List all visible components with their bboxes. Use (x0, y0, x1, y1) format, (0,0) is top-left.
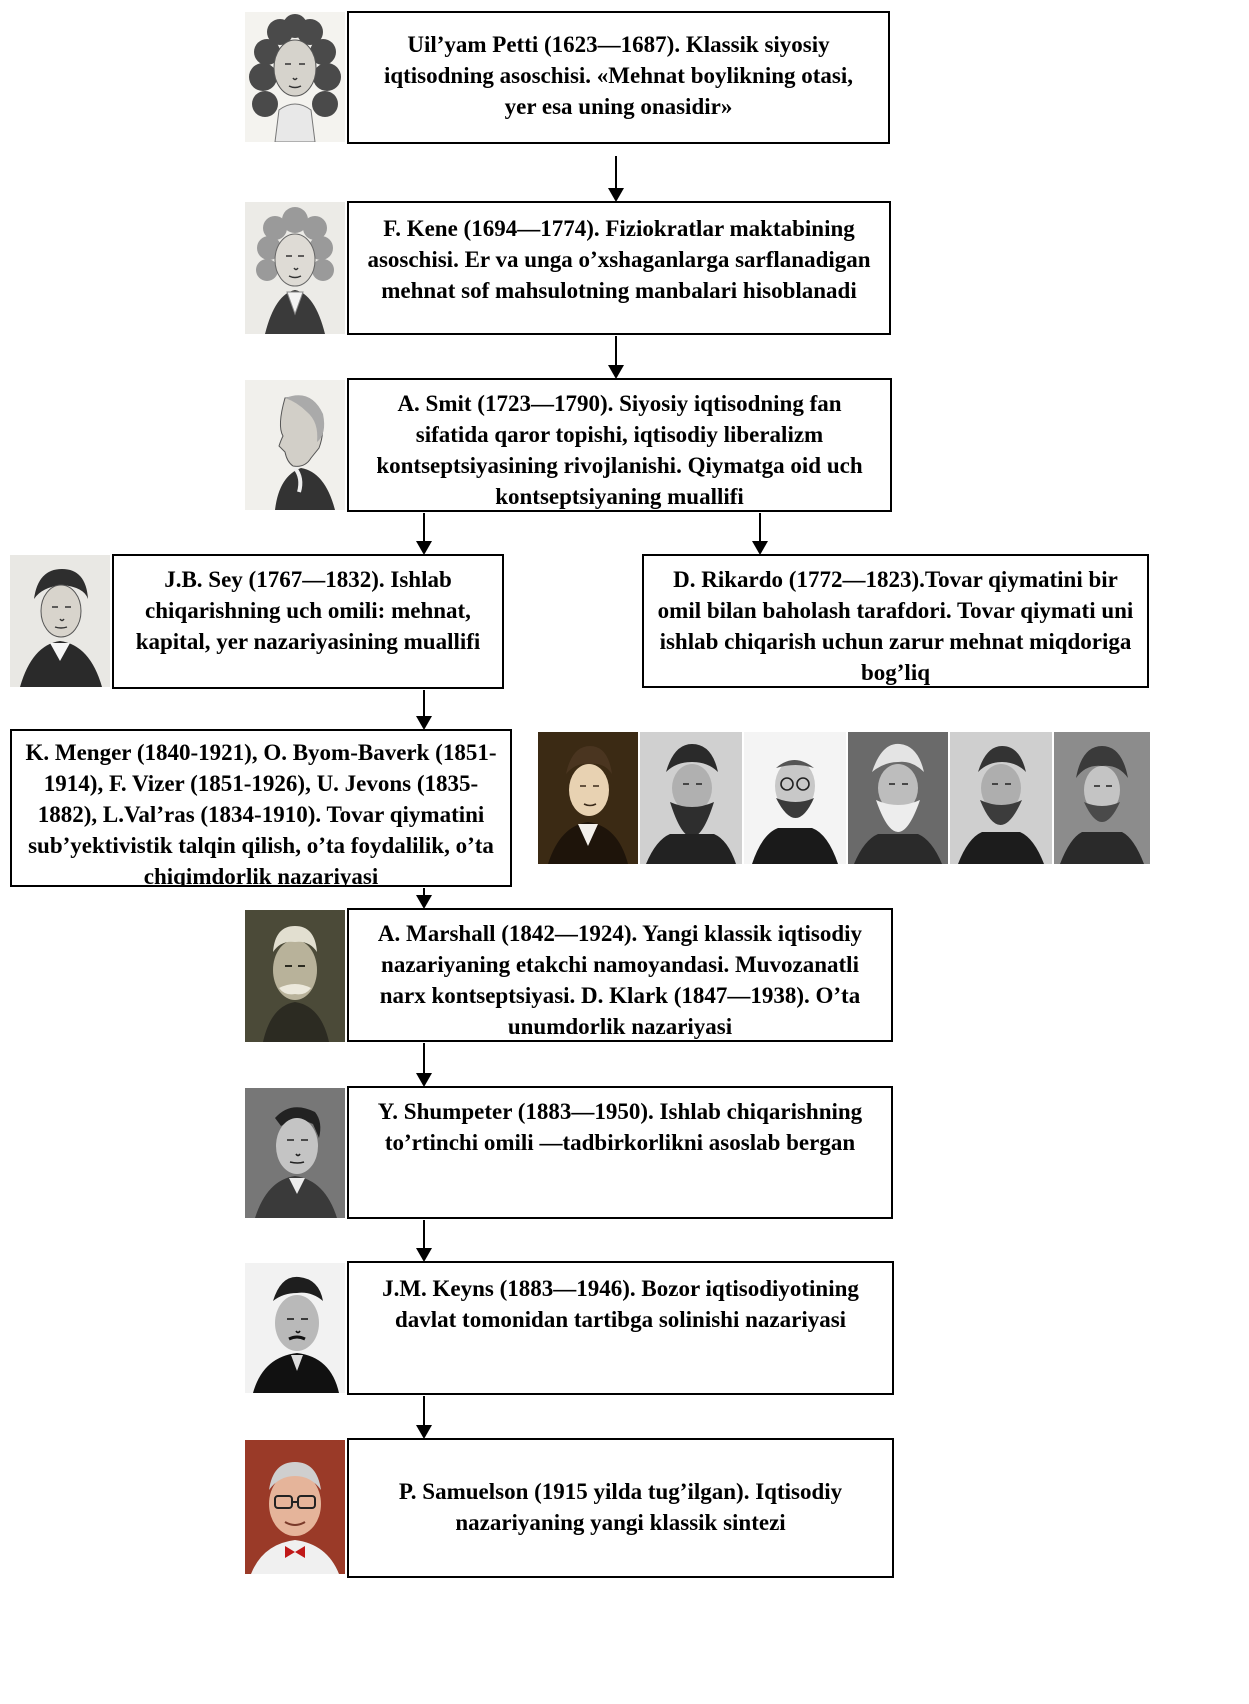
portrait-sey (10, 555, 110, 687)
node-sey-text: J.B. Sey (1767—1832). Ishlab chiqarishni… (135, 567, 481, 654)
node-marshall-text: A. Marshall (1842—1924). Yangi klassik i… (377, 921, 863, 1039)
arrow-kene-smit (608, 336, 624, 379)
node-samuelson-text: P. Samuelson (1915 yilda tug’ilgan). Iqt… (398, 1479, 843, 1535)
node-smit-text: A. Smit (1723—1790). Siyosiy iqtisodning… (376, 391, 863, 509)
node-keyns: J.M. Keyns (1883—1946). Bozor iqtisodiyo… (347, 1261, 894, 1395)
node-menger-text: K. Menger (1840-1921), O. Byom-Baverk (1… (25, 740, 497, 887)
arrow-keyns-samuelson (416, 1396, 432, 1439)
node-kene-text: F. Kene (1694—1774). Fiziokratlar maktab… (367, 216, 871, 303)
portrait-group-5 (950, 732, 1052, 864)
portrait-group-3 (744, 732, 846, 864)
portrait-shumpeter (245, 1088, 345, 1218)
portrait-group-4 (848, 732, 948, 864)
node-smit: A. Smit (1723—1790). Siyosiy iqtisodning… (347, 378, 892, 512)
arrow-shumpeter-keyns (416, 1220, 432, 1262)
arrow-smit-rikardo (752, 513, 768, 555)
portrait-petti (245, 12, 345, 142)
arrow-petti-kene (608, 156, 624, 202)
arrow-sey-menger (416, 690, 432, 730)
node-shumpeter-text: Y. Shumpeter (1883—1950). Ishlab chiqari… (377, 1099, 863, 1155)
arrow-menger-marshall (416, 888, 432, 909)
portrait-keyns (245, 1263, 345, 1393)
portrait-kene (245, 202, 345, 334)
node-rikardo: D. Rikardo (1772—1823).Tovar qiymatini b… (642, 554, 1149, 688)
node-keyns-text: J.M. Keyns (1883—1946). Bozor iqtisodiyo… (382, 1276, 859, 1332)
arrow-marshall-shumpeter (416, 1043, 432, 1087)
portrait-group-2 (640, 732, 742, 864)
node-samuelson: P. Samuelson (1915 yilda tug’ilgan). Iqt… (347, 1438, 894, 1578)
portrait-group-6 (1054, 732, 1150, 864)
portrait-smit (245, 380, 345, 510)
portrait-samuelson (245, 1440, 345, 1574)
node-rikardo-text: D. Rikardo (1772—1823).Tovar qiymatini b… (657, 567, 1134, 685)
arrow-smit-sey (416, 513, 432, 555)
node-sey: J.B. Sey (1767—1832). Ishlab chiqarishni… (112, 554, 504, 689)
node-shumpeter: Y. Shumpeter (1883—1950). Ishlab chiqari… (347, 1086, 893, 1219)
node-marshall: A. Marshall (1842—1924). Yangi klassik i… (347, 908, 893, 1042)
node-menger: K. Menger (1840-1921), O. Byom-Baverk (1… (10, 729, 512, 887)
node-petti: Uil’yam Petti (1623—1687). Klassik siyos… (347, 11, 890, 144)
portrait-group-1 (538, 732, 638, 864)
node-kene: F. Kene (1694—1774). Fiziokratlar maktab… (347, 201, 891, 335)
portrait-marshall (245, 910, 345, 1042)
node-petti-text: Uil’yam Petti (1623—1687). Klassik siyos… (383, 32, 854, 119)
